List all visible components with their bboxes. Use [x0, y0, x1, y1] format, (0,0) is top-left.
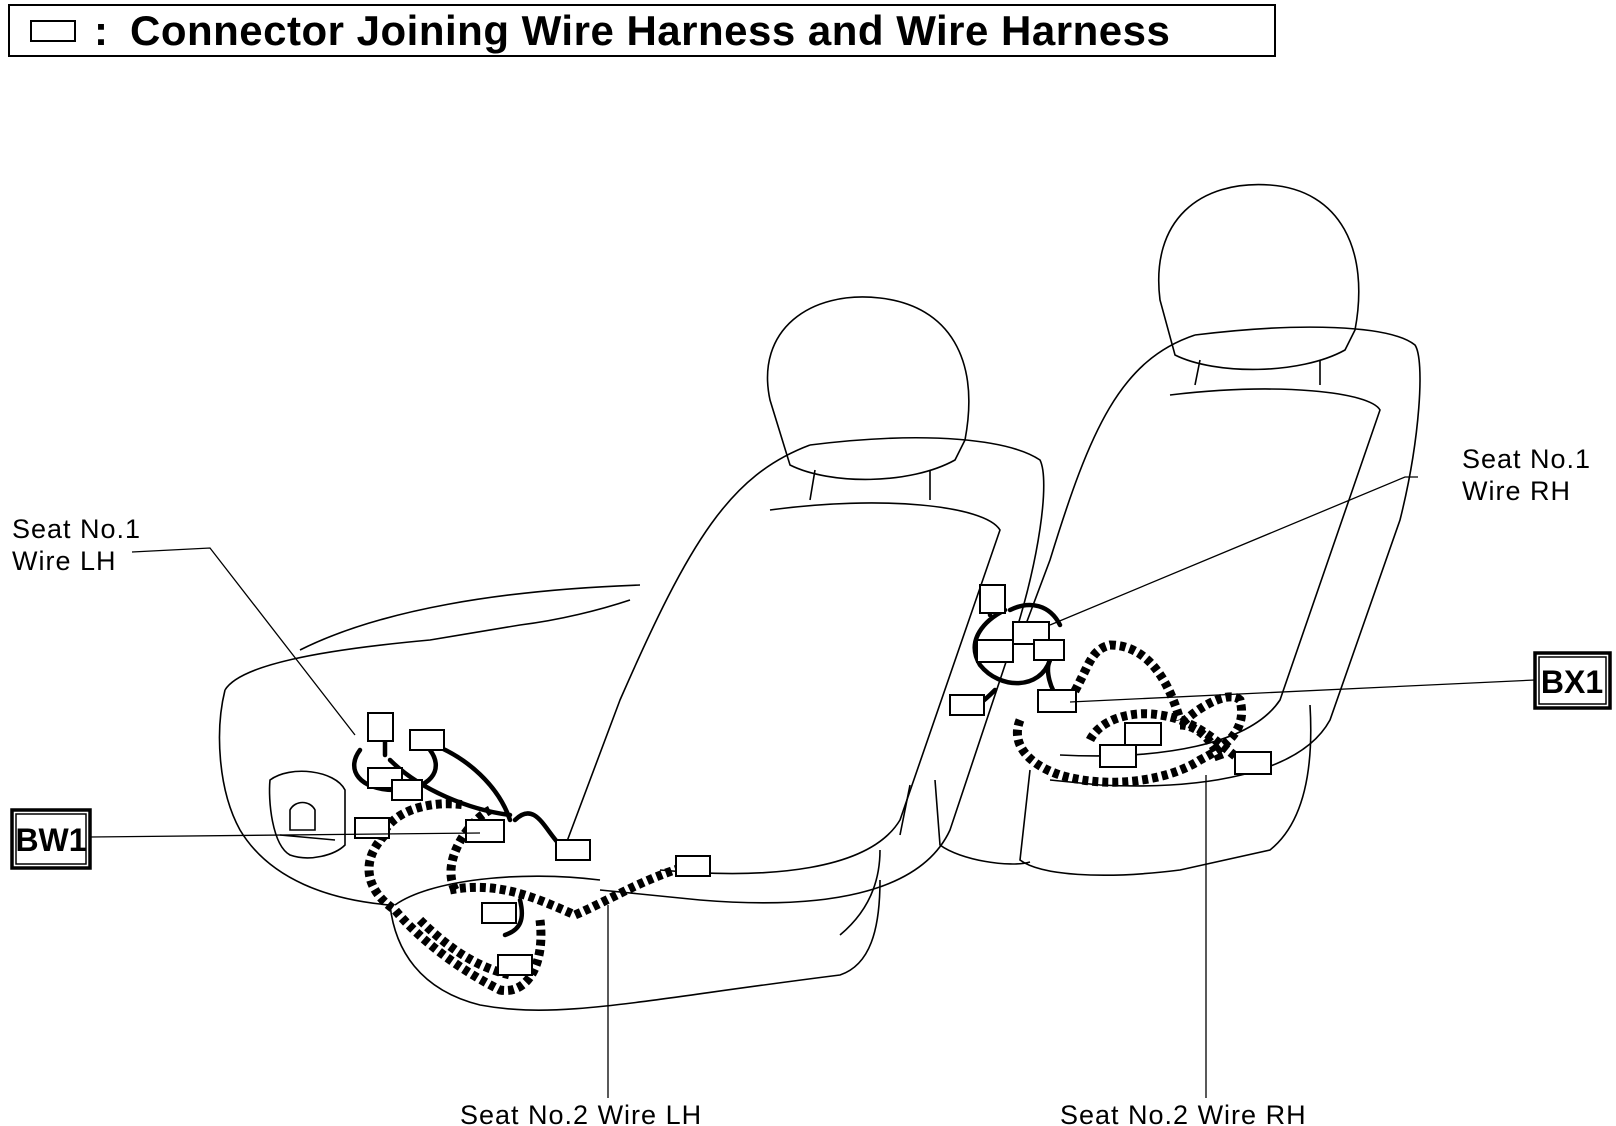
leader-lines: [89, 476, 1536, 1098]
connector: [1012, 621, 1050, 645]
right-seat-wiring: [949, 584, 1272, 787]
label-seat-no1-wire-rh-line1: Seat No.1: [1462, 444, 1591, 474]
page-title: Connector Joining Wire Harness and Wire …: [130, 6, 1171, 54]
connector: [367, 712, 394, 742]
connector: [409, 729, 445, 751]
connector: [1124, 722, 1162, 746]
connector: [497, 954, 533, 976]
bx1-label: BX1: [1541, 664, 1603, 700]
connector: [949, 694, 985, 716]
connector: [1033, 639, 1065, 661]
bw1-label: BW1: [15, 822, 86, 858]
bx1-callout: BX1: [1533, 651, 1612, 710]
connector: [391, 779, 423, 801]
connector: [1099, 744, 1137, 768]
connector: [1234, 751, 1272, 775]
bw1-connector: [465, 819, 505, 843]
left-seat: [218, 296, 1045, 1011]
label-seat-no2-wire-rh: Seat No.2 Wire RH: [1060, 1100, 1307, 1126]
bw1-callout: BW1: [10, 808, 92, 870]
connector: [675, 855, 711, 877]
title-bar: : Connector Joining Wire Harness and Wir…: [8, 4, 1276, 57]
label-seat-no1-wire-lh-line2: Wire LH: [12, 546, 117, 576]
connector: [976, 639, 1014, 663]
label-seat-no2-wire-lh: Seat No.2 Wire LH: [460, 1100, 702, 1126]
connector: [979, 584, 1006, 614]
connector: [555, 839, 591, 861]
connector: [481, 902, 517, 924]
connector: [354, 817, 390, 839]
connector-box-icon: [30, 19, 76, 42]
right-seat: [899, 183, 1421, 876]
title-colon: :: [94, 6, 108, 54]
bx1-connector: [1037, 689, 1077, 713]
label-seat-no1-wire-lh-line1: Seat No.1: [12, 514, 141, 544]
label-seat-no1-wire-rh-line2: Wire RH: [1462, 476, 1571, 506]
left-seat-wiring: [352, 712, 711, 995]
